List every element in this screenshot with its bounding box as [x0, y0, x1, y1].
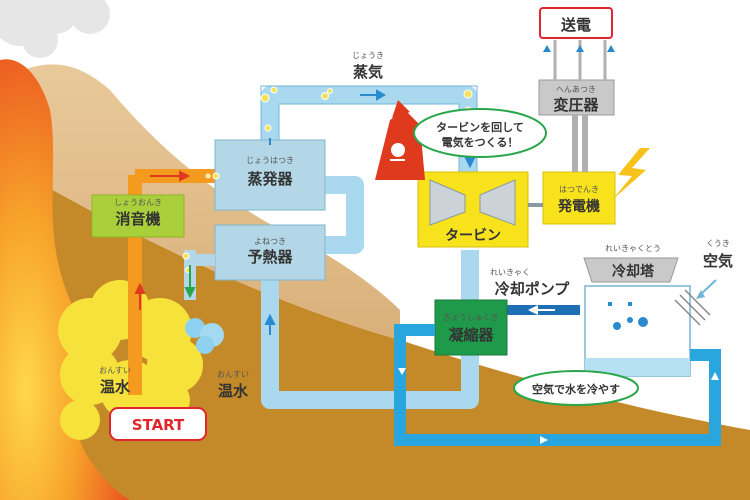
generator-ruby: はつでんき	[559, 185, 599, 194]
cooling-tower-top	[583, 257, 679, 283]
generator	[542, 171, 616, 225]
steam-ruby: じょうき	[352, 51, 384, 60]
hot-water-ruby: おんすい	[99, 366, 131, 375]
air-ruby: くうき	[706, 239, 730, 248]
condenser-label: 凝縮器	[448, 326, 494, 344]
turbine-label: タービン	[445, 228, 501, 244]
hot-water-cloud	[58, 280, 203, 440]
evaporator	[214, 139, 326, 211]
turbine-blades-icon	[429, 179, 516, 226]
turbine-bubble-line1: タービンを回して	[436, 120, 524, 134]
transformer	[538, 79, 615, 116]
cooling-pump-label: 冷却ポンプ	[495, 280, 571, 298]
hot-water2-ruby: おんすい	[217, 370, 249, 379]
silencer	[91, 194, 185, 238]
evaporator-label: 蒸発器	[247, 170, 293, 188]
air-label: 空気	[703, 252, 733, 270]
turbine-speech-bubble	[413, 108, 547, 158]
transmission-label-box	[539, 7, 613, 39]
start-button-box	[109, 407, 207, 441]
turbine-bubble-line2: 電気をつくる！	[442, 135, 519, 149]
transformer-ruby: へんあつき	[556, 85, 596, 94]
generator-label: 発電機	[557, 198, 600, 215]
transmission-label: 送電	[560, 16, 591, 34]
silencer-label: 消音機	[115, 210, 160, 228]
lightning-icon	[612, 148, 650, 200]
preheater-label: 予熱器	[247, 248, 293, 266]
cooling-tower-ruby: れいきゃくとう	[605, 244, 661, 253]
hot-water2-label: 温水	[218, 382, 249, 400]
condenser-ruby: ぎょうしゅくき	[443, 312, 499, 322]
cooling-tower-label: 冷却塔	[612, 263, 655, 280]
silencer-ruby: しょうおんき	[114, 198, 162, 207]
evaporator-ruby: じょうはつき	[246, 156, 294, 165]
hot-water-label: 温水	[100, 378, 131, 396]
start-label[interactable]: START	[132, 416, 185, 434]
smoke-cloud	[0, 0, 110, 58]
magma	[0, 59, 130, 500]
water-droplet	[185, 318, 224, 354]
steam-label: 蒸気	[353, 63, 383, 81]
preheater	[214, 224, 326, 281]
fire-monster-icon	[375, 100, 425, 180]
cooling-speech-bubble	[513, 370, 639, 406]
cooling-pump-ruby: れいきゃく	[490, 268, 530, 277]
cooling-bubble-text: 空気で水を冷やす	[532, 382, 620, 396]
cooling-water-loop	[394, 324, 721, 446]
condenser	[434, 299, 508, 356]
preheater-ruby: よねつき	[254, 237, 286, 246]
transformer-label: 変圧器	[553, 96, 599, 114]
